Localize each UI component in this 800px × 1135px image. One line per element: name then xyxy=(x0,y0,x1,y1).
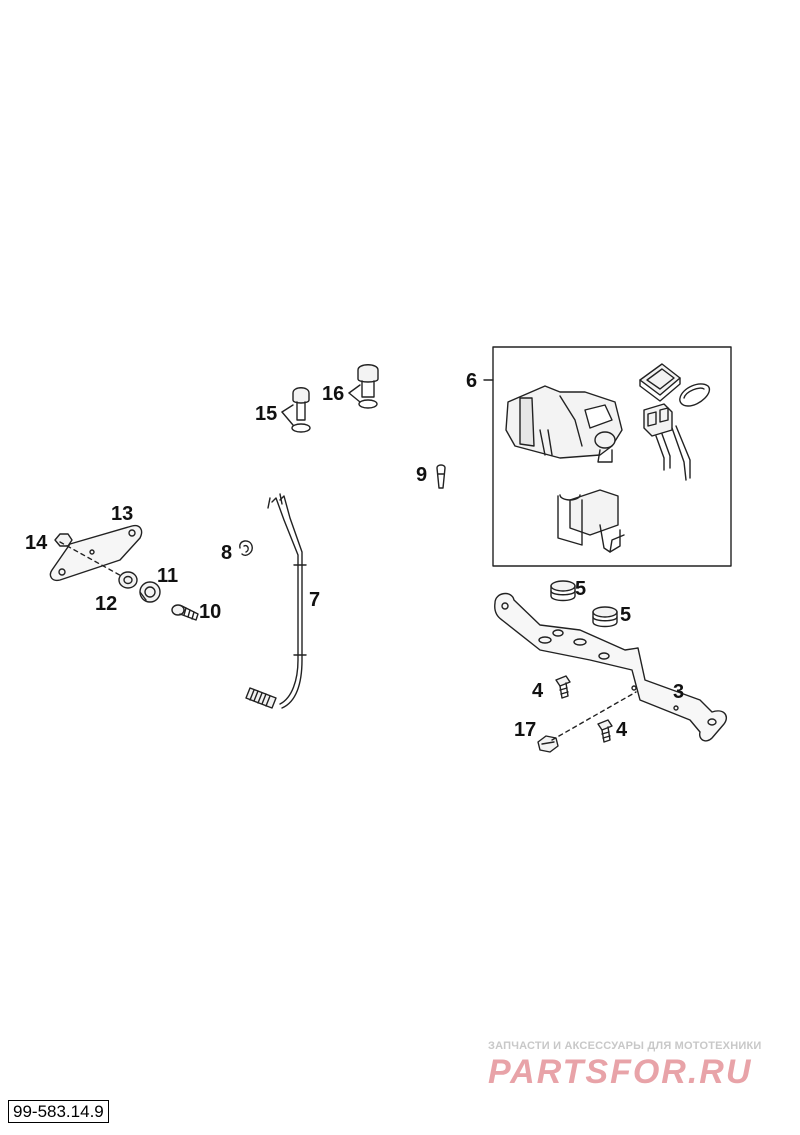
callout-5: 5 xyxy=(620,604,632,626)
callout-14: 14 xyxy=(25,532,48,554)
watermark-logo: PARTSFOR.RU xyxy=(488,1053,753,1091)
callout-17: 17 xyxy=(514,719,537,741)
screw-10 xyxy=(171,604,199,621)
bolt-15 xyxy=(281,387,311,433)
clip-8 xyxy=(239,540,254,556)
mounting-plate-13 xyxy=(49,524,143,582)
callout-3: 3 xyxy=(673,681,685,703)
switch-cap xyxy=(639,363,681,402)
callout-6: 6 xyxy=(466,370,478,392)
o-ring xyxy=(679,383,711,407)
callout-9: 9 xyxy=(416,464,428,486)
callout-10: 10 xyxy=(199,601,222,623)
pin-9 xyxy=(436,464,446,489)
nut-14 xyxy=(54,533,73,547)
callout-7: 7 xyxy=(309,589,321,611)
bracket-3 xyxy=(494,592,728,742)
callout-8: 8 xyxy=(221,542,233,564)
grommet-5b xyxy=(592,606,618,628)
watermark-caption: ЗАПЧАСТИ И АКСЕССУАРЫ ДЛЯ МОТОТЕХНИКИ xyxy=(488,1040,762,1052)
callout-11: 11 xyxy=(157,565,179,587)
washer-12 xyxy=(118,571,138,589)
callout-12: 12 xyxy=(95,593,118,615)
switch-connector xyxy=(643,403,691,481)
switch-housing xyxy=(505,385,623,463)
diagram-code-label: 99-583.14.9 xyxy=(8,1100,109,1124)
bolt-axis xyxy=(551,691,637,741)
callout-5: 5 xyxy=(575,578,587,600)
callout-4: 4 xyxy=(616,719,628,741)
watermark: ЗАПЧАСТИ И АКСЕССУАРЫ ДЛЯ МОТОТЕХНИКИ PA… xyxy=(488,1040,788,1090)
cable-7 xyxy=(245,493,307,709)
assembly-axis xyxy=(59,541,126,579)
callout-4: 4 xyxy=(532,680,544,702)
screw-4a xyxy=(555,675,571,699)
switch-block xyxy=(557,489,625,553)
grommet-5a xyxy=(550,580,576,602)
part-6-frame xyxy=(492,346,732,567)
spacer-11 xyxy=(139,581,161,603)
callout-16: 16 xyxy=(322,383,345,405)
callout-13: 13 xyxy=(111,503,134,525)
bolt-16 xyxy=(348,364,379,409)
callout-15: 15 xyxy=(255,403,278,425)
screw-4b xyxy=(597,719,613,743)
